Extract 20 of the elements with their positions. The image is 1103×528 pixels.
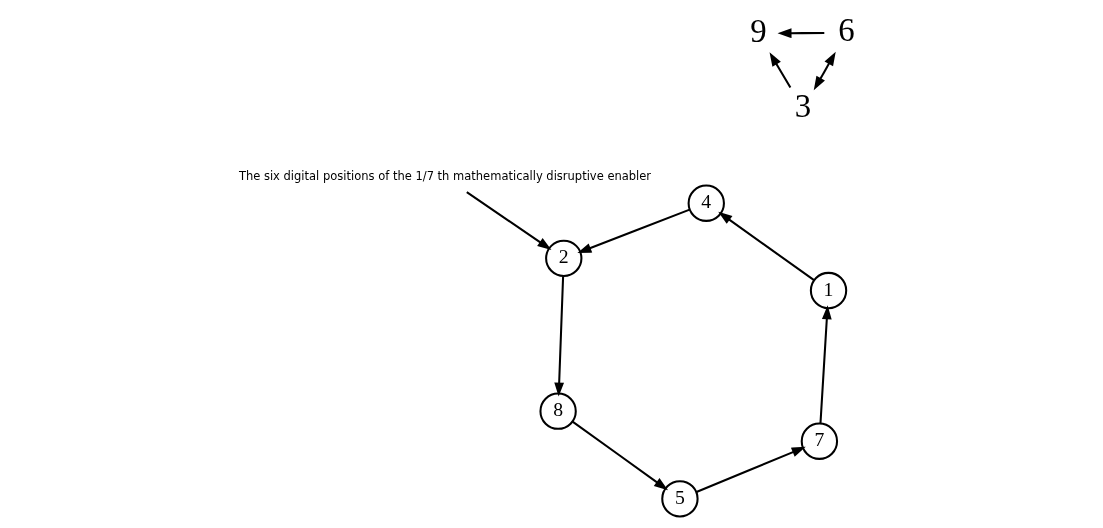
node-circle: 1 (809, 271, 848, 310)
arrow (813, 51, 836, 91)
arrow (554, 276, 565, 397)
arrow (769, 52, 792, 89)
node-text: 6 (838, 12, 855, 49)
node-circle: 2 (545, 239, 583, 278)
arrow (819, 305, 832, 424)
arrow (571, 420, 668, 491)
node-circle: 5 (661, 480, 699, 518)
node-circle: 8 (539, 392, 577, 430)
node-text: The six digital positions of the 1/7 th mathematically disruptive enabler (238, 169, 652, 184)
node-text: 9 (750, 12, 767, 49)
arrow (577, 208, 690, 254)
arrow (466, 191, 552, 250)
arrow (718, 211, 815, 282)
node-circle: 4 (687, 184, 725, 222)
node-text: 3 (794, 88, 812, 125)
arrow (777, 28, 825, 39)
node-circle: 7 (800, 422, 839, 460)
arrow (696, 446, 806, 493)
